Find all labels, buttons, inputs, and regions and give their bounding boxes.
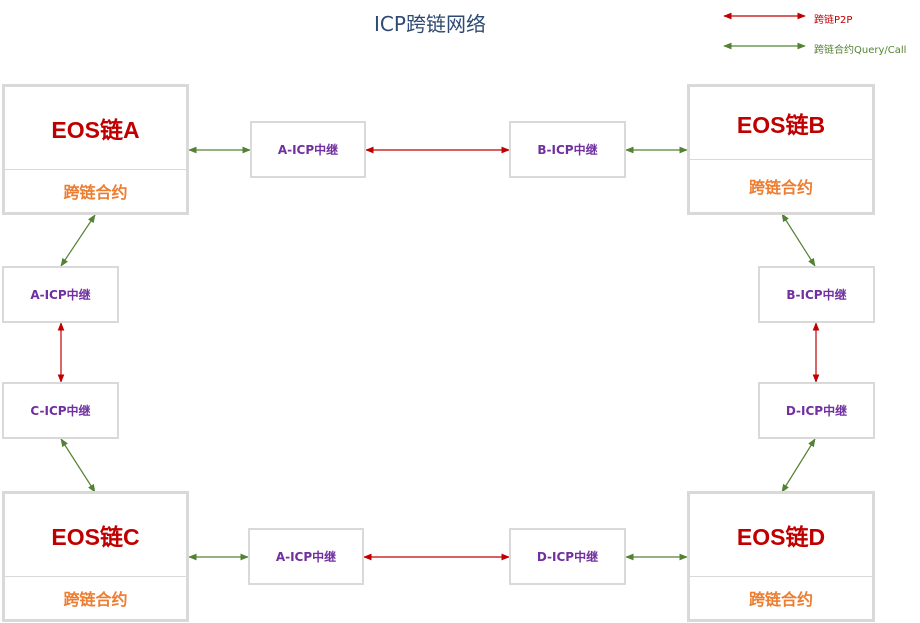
chain-b-name: EOS链B — [690, 87, 872, 160]
chain-a-contract: 跨链合约 — [63, 183, 128, 202]
chain-a-box: EOS链A 跨链合约 — [2, 84, 189, 215]
arrow-relay-left-lower-to-chain-c — [60, 438, 96, 493]
chain-c-box: EOS链C 跨链合约 — [2, 491, 189, 622]
arrow-relay-right-lower-to-chain-d — [781, 438, 816, 493]
arrow-chain-a-to-relay-left-upper — [60, 214, 96, 267]
chain-d-box: EOS链D 跨链合约 — [687, 491, 875, 622]
relay-right-upper: B-ICP中继 — [758, 266, 875, 323]
arrow-chain-b-to-relay-right-upper — [781, 213, 816, 267]
chain-b-box: EOS链B 跨链合约 — [687, 84, 875, 215]
relay-left-lower: C-ICP中继 — [2, 382, 119, 439]
relay-bottom-left: A-ICP中继 — [248, 528, 364, 585]
relay-bottom-right: D-ICP中继 — [509, 528, 626, 585]
chain-b-contract: 跨链合约 — [748, 178, 813, 197]
relay-left-upper: A-ICP中继 — [2, 266, 119, 323]
chain-d-name: EOS链D — [690, 494, 872, 577]
relay-top-left: A-ICP中继 — [250, 121, 366, 178]
chain-c-contract: 跨链合约 — [63, 590, 128, 609]
chain-c-name: EOS链C — [5, 494, 186, 577]
diagram-title: ICP跨链网络 — [374, 12, 486, 36]
chain-a-name: EOS链A — [5, 87, 186, 170]
legend-p2p-label: 跨链P2P — [814, 15, 853, 26]
chain-d-contract: 跨链合约 — [748, 590, 813, 609]
legend-query-label: 跨链合约Query/Call — [814, 45, 907, 56]
relay-right-lower: D-ICP中继 — [758, 382, 875, 439]
relay-top-right: B-ICP中继 — [509, 121, 626, 178]
